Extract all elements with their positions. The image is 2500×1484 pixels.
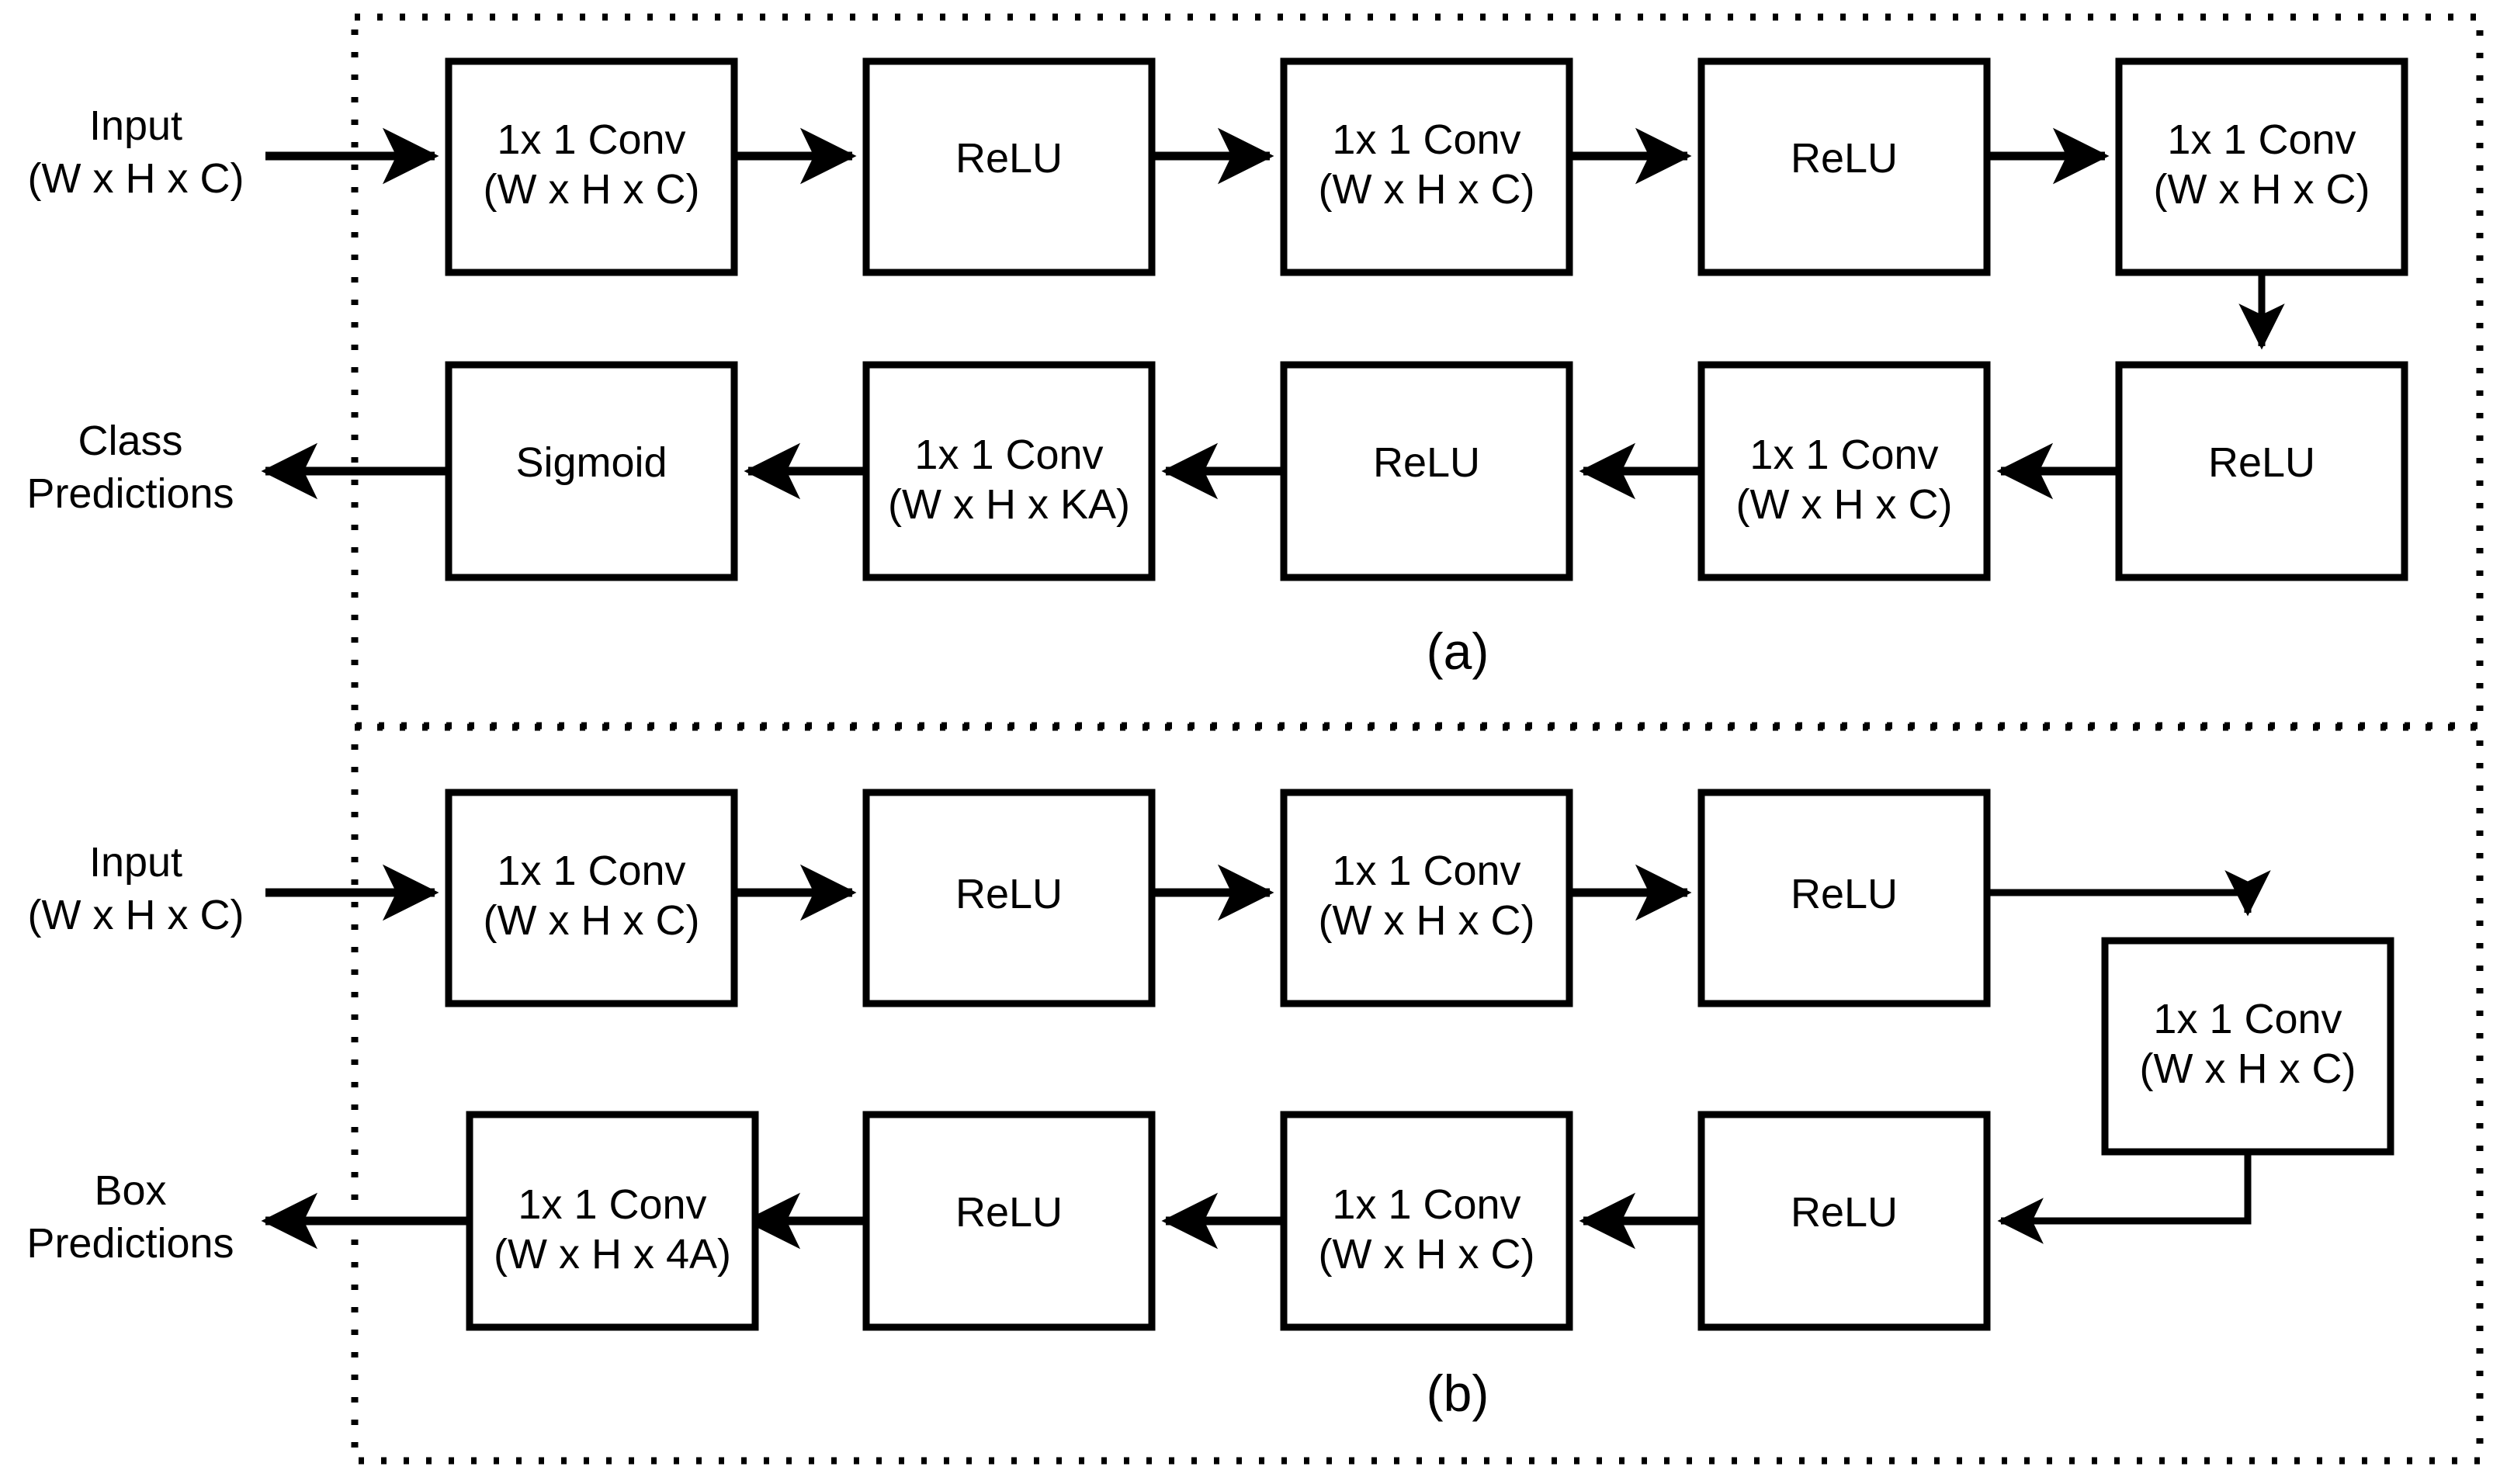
- node-a1-line1: 1x 1 Conv: [497, 116, 685, 163]
- node-a9-line1: 1x 1 Conv: [914, 432, 1103, 478]
- node-b4-line1: ReLU: [1791, 871, 1898, 917]
- node-b2[interactable]: [862, 789, 1156, 1007]
- node-a2[interactable]: [862, 57, 1156, 276]
- node-a7-line2: (W x H x C): [1736, 481, 1953, 528]
- node-b5[interactable]: [2101, 937, 2394, 1156]
- node-a9[interactable]: [862, 361, 1156, 581]
- panel-b-input-label-line1: Input: [89, 839, 182, 886]
- edge-b4-to-b5: [1987, 870, 2271, 917]
- node-b4[interactable]: [1697, 789, 1991, 1007]
- node-a1[interactable]: [445, 57, 738, 276]
- node-a6[interactable]: [2115, 361, 2408, 581]
- node-b3-line1: 1x 1 Conv: [1332, 848, 1520, 894]
- node-a3-line2: (W x H x C): [1319, 166, 1535, 213]
- node-b1-line1: 1x 1 Conv: [497, 848, 685, 894]
- panel-a-output-label-line2: Predictions: [26, 470, 234, 517]
- panel-b-output-label-line2: Predictions: [26, 1220, 234, 1267]
- node-b5-line1: 1x 1 Conv: [2153, 996, 2342, 1042]
- node-b6[interactable]: [1697, 1111, 1991, 1331]
- panel-b-dotted-border: [351, 723, 2484, 1465]
- panel-a-output-label-line1: Class: [78, 418, 182, 464]
- node-a10-line1: Sigmoid: [515, 439, 667, 486]
- node-a3-line1: 1x 1 Conv: [1332, 116, 1520, 163]
- node-a7[interactable]: [1697, 361, 1991, 581]
- edge-b5-to-b6: [1997, 1152, 2252, 1244]
- node-a7-line1: 1x 1 Conv: [1749, 432, 1938, 478]
- node-a8-line1: ReLU: [1373, 439, 1480, 486]
- panel-b-caption: (b): [1427, 1364, 1489, 1422]
- node-b9-line2: (W x H x 4A): [494, 1231, 731, 1278]
- panel-b-output-label-line1: Box: [94, 1167, 166, 1214]
- panel-b-input-label-line2: (W x H x C): [28, 892, 244, 938]
- node-b1[interactable]: [445, 789, 738, 1007]
- node-b8[interactable]: [862, 1111, 1156, 1331]
- node-a5-line1: 1x 1 Conv: [2167, 116, 2356, 163]
- panel-a-input-label-line1: Input: [89, 102, 182, 149]
- node-b9-line1: 1x 1 Conv: [518, 1181, 706, 1228]
- node-a6-line1: ReLU: [2208, 439, 2315, 486]
- node-a8[interactable]: [1280, 361, 1573, 581]
- node-b7-line2: (W x H x C): [1319, 1231, 1535, 1278]
- node-a4-line1: ReLU: [1791, 135, 1898, 182]
- node-b9[interactable]: [466, 1111, 759, 1331]
- node-b8-line1: ReLU: [955, 1189, 1063, 1236]
- node-a5-line2: (W x H x C): [2154, 166, 2370, 213]
- node-a1-line2: (W x H x C): [484, 166, 700, 213]
- node-b7-line1: 1x 1 Conv: [1332, 1181, 1520, 1228]
- node-a2-line1: ReLU: [955, 135, 1063, 182]
- panel-a-input-label-line2: (W x H x C): [28, 155, 244, 202]
- node-b6-line1: ReLU: [1791, 1189, 1898, 1236]
- panel-a-caption: (a): [1427, 622, 1489, 680]
- node-b5-line2: (W x H x C): [2140, 1045, 2356, 1092]
- node-a5[interactable]: [2115, 57, 2408, 276]
- node-a4[interactable]: [1697, 57, 1991, 276]
- node-b2-line1: ReLU: [955, 871, 1063, 917]
- node-b3[interactable]: [1280, 789, 1573, 1007]
- node-b1-line2: (W x H x C): [484, 897, 700, 944]
- node-a3[interactable]: [1280, 57, 1573, 276]
- node-a10[interactable]: [445, 361, 738, 581]
- node-a9-line2: (W x H x KA): [888, 481, 1130, 528]
- node-b3-line2: (W x H x C): [1319, 897, 1535, 944]
